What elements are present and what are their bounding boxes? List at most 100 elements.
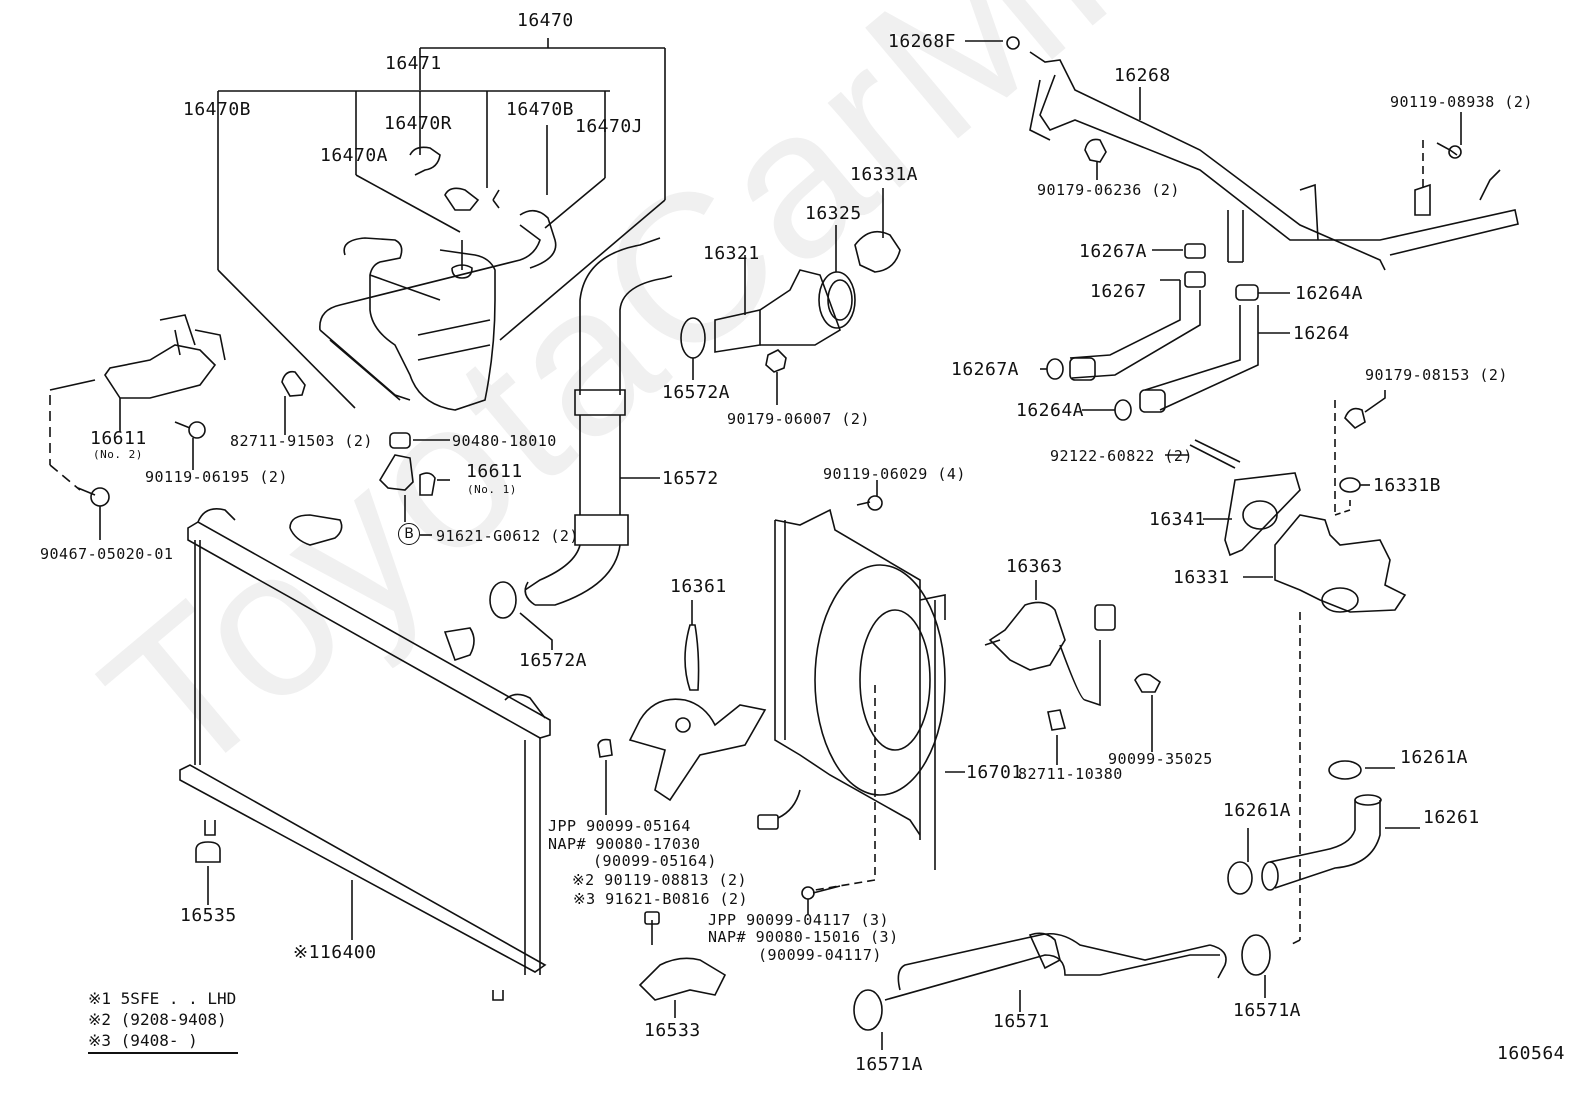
bolt-90119-06195 xyxy=(174,421,206,470)
cushion-16535 xyxy=(195,841,221,905)
label-16400: ※116400 xyxy=(293,942,377,963)
label-16471: 16471 xyxy=(385,53,442,74)
label-jpp-90099-05164: JPP 90099-05164 xyxy=(548,817,691,835)
plug-16331B xyxy=(1334,477,1370,516)
label-92122-60822: 92122-60822 (2) xyxy=(1050,447,1193,465)
nut-90179-08153 xyxy=(1344,390,1386,430)
water-outlet-16331 xyxy=(1243,514,1407,613)
clip-82711-10380 xyxy=(1047,709,1067,765)
label-16611-no2: 16611 xyxy=(90,428,147,449)
label-90119-08938: 90119-08938 (2) xyxy=(1390,93,1533,111)
label-90099-35025: 90099-35025 xyxy=(1108,750,1213,768)
label-16571A-left: 16571A xyxy=(855,1054,924,1075)
bolt-90119-08938 xyxy=(1436,112,1462,159)
bracket-16533 xyxy=(638,911,727,1018)
label-note3-91621-B0816: ※3 91621-B0816 (2) xyxy=(573,890,749,908)
nut-90179-06236 xyxy=(1084,138,1107,180)
radiator-16400 xyxy=(179,508,551,1001)
clamp-16572A-upper xyxy=(680,317,706,380)
clamp-16261A-top xyxy=(1328,760,1395,780)
bolt-90099-04117 xyxy=(801,885,841,915)
clamp-16261A-left xyxy=(1227,828,1253,895)
legend-row-2: ※2 (9208-9408) xyxy=(88,1010,227,1029)
label-nap-90080-17030: NAP# 90080-17030 xyxy=(548,835,701,853)
thermostat-16331A xyxy=(854,188,901,273)
legend-row-3: ※3 (9408- ) xyxy=(88,1030,238,1054)
bolt-90119-06029 xyxy=(856,480,883,511)
label-16571: 16571 xyxy=(993,1011,1050,1032)
label-16572A-top: 16572A xyxy=(662,382,731,403)
nut-90099-05164 xyxy=(597,738,613,815)
label-16701: 16701 xyxy=(966,762,1023,783)
gasket-16325 xyxy=(818,225,856,329)
bracket-16611-no2 xyxy=(49,314,226,399)
label-16470B-left: 16470B xyxy=(183,99,252,120)
label-90119-06029: 90119-06029 (4) xyxy=(823,465,966,483)
clamp-16572A-lower xyxy=(489,581,553,650)
hose-16267 xyxy=(1069,243,1206,381)
diagram-id: 160564 xyxy=(1497,1043,1566,1064)
label-90467-05020-01: 90467-05020-01 xyxy=(40,545,174,563)
label-16572: 16572 xyxy=(662,468,719,489)
label-82711-91503: 82711-91503 (2) xyxy=(230,432,373,450)
label-90179-08153: 90179-08153 (2) xyxy=(1365,366,1508,384)
label-16572A-bottom: 16572A xyxy=(519,650,588,671)
clamp-16267A-lower xyxy=(1040,358,1064,380)
label-91621-G0612: 91621-G0612 (2) xyxy=(436,527,579,545)
mount-16611-no1 xyxy=(378,432,450,536)
hose-16264 xyxy=(1139,284,1290,413)
label-16267A-bottom: 16267A xyxy=(951,359,1020,380)
label-16535: 16535 xyxy=(180,905,237,926)
reservoir-callout-tree xyxy=(217,38,666,409)
label-nap-alt-90099-04117: (90099-04117) xyxy=(758,946,882,964)
clamp-16571A-right xyxy=(1241,934,1271,998)
label-16470R: 16470R xyxy=(384,113,453,134)
label-16267A-top: 16267A xyxy=(1079,241,1148,262)
label-16611-no1: 16611 xyxy=(466,461,523,482)
label-90179-06007: 90179-06007 (2) xyxy=(727,410,870,428)
label-90179-06236: 90179-06236 (2) xyxy=(1037,181,1180,199)
label-16341: 16341 xyxy=(1149,509,1206,530)
label-16264A-top: 16264A xyxy=(1295,283,1364,304)
water-pipe-16268 xyxy=(1006,36,1519,271)
fan-motor-16363 xyxy=(984,580,1116,707)
nut-90179-06007 xyxy=(765,349,787,405)
water-inlet-16321 xyxy=(714,255,841,353)
reservoir-tank xyxy=(319,209,557,411)
fan-shroud-16701 xyxy=(774,508,965,870)
label-16268: 16268 xyxy=(1114,65,1171,86)
gasket-16341 xyxy=(1203,472,1301,557)
label-16264: 16264 xyxy=(1293,323,1350,344)
hose-16261 xyxy=(1261,794,1420,891)
label-16321: 16321 xyxy=(703,243,760,264)
label-nap-90080-15016: NAP# 90080-15016 (3) xyxy=(708,928,899,946)
legend: ※1 5SFE . . LHD ※2 (9208-9408) ※3 (9408-… xyxy=(88,988,238,1054)
label-90119-06195: 90119-06195 (2) xyxy=(145,468,288,486)
label-16470J: 16470J xyxy=(575,116,644,137)
label-16470: 16470 xyxy=(517,10,574,31)
clip-90467 xyxy=(77,487,110,540)
clamp-16264A-lower xyxy=(1082,399,1132,421)
label-16331: 16331 xyxy=(1173,567,1230,588)
label-16470B-right: 16470B xyxy=(506,99,575,120)
label-16363: 16363 xyxy=(1006,556,1063,577)
circle-b-marker: B xyxy=(398,523,420,545)
label-16533: 16533 xyxy=(644,1020,701,1041)
label-16611-no2-note: (No. 2) xyxy=(93,448,143,461)
clip-82711-91503 xyxy=(281,370,306,435)
label-16571A-right: 16571A xyxy=(1233,1000,1302,1021)
label-16361: 16361 xyxy=(670,576,727,597)
reservoir-cap-hose xyxy=(409,146,500,211)
hose-16572 xyxy=(524,237,673,606)
clamp-16571A-left xyxy=(853,989,883,1050)
label-16261: 16261 xyxy=(1423,807,1480,828)
label-16261A-left: 16261A xyxy=(1223,800,1292,821)
label-jpp-90099-04117: JPP 90099-04117 (3) xyxy=(708,911,890,929)
label-82711-10380: 82711-10380 xyxy=(1018,765,1123,783)
label-16264A-bottom: 16264A xyxy=(1016,400,1085,421)
label-16331B: 16331B xyxy=(1373,475,1442,496)
hose-16571 xyxy=(884,932,1227,1012)
label-nap-alt-90099-05164: (90099-05164) xyxy=(593,852,717,870)
clip-90099-35025 xyxy=(1134,673,1162,752)
